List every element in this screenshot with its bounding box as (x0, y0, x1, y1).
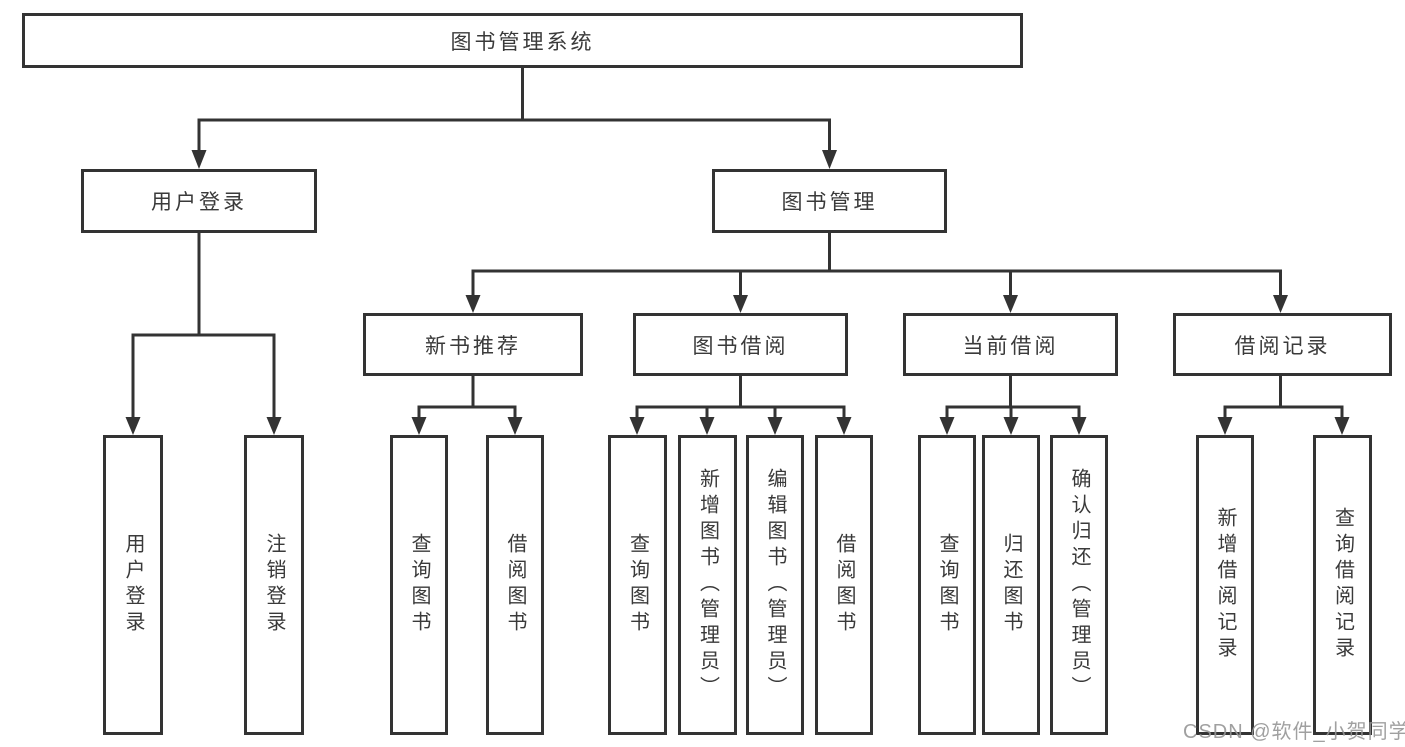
edge-currentborrow-branch (945, 405, 1081, 426)
leaf-borrowing-borrow-books: 借阅图书 (815, 435, 873, 735)
edge-root-branch (197, 118, 831, 160)
leaf-borrowing-edit-books-admin: 编辑图书（管理员） (746, 435, 804, 735)
node-current-borrowing: 当前借阅 (903, 313, 1118, 376)
leaf-logout: 注销登录 (244, 435, 304, 735)
leaf-current-query-books: 查询图书 (918, 435, 976, 735)
watermark: CSDN @软件_小贺同学 (1183, 721, 1405, 743)
node-user-login: 用户登录 (81, 169, 317, 233)
leaf-records-add-record: 新增借阅记录 (1196, 435, 1254, 735)
node-new-book-recommend: 新书推荐 (363, 313, 583, 376)
edge-newbook-branch (417, 405, 517, 426)
node-book-management: 图书管理 (712, 169, 947, 233)
leaf-current-return-books: 归还图书 (982, 435, 1040, 735)
leaf-user-login: 用户登录 (103, 435, 163, 735)
leaf-current-confirm-return-admin: 确认归还（管理员） (1050, 435, 1108, 735)
leaf-borrowing-add-books-admin: 新增图书（管理员） (678, 435, 737, 735)
edge-userlogin-branch (131, 333, 276, 426)
edge-records-branch (1223, 405, 1344, 426)
node-borrowing-records: 借阅记录 (1173, 313, 1392, 376)
leaf-records-query-record: 查询借阅记录 (1313, 435, 1372, 735)
leaf-newbook-borrow-books: 借阅图书 (486, 435, 544, 735)
edge-bookborrow-branch (635, 405, 846, 426)
edge-bookmgmt-branch (471, 269, 1282, 304)
arrowheads (125, 150, 1350, 435)
leaf-borrowing-query-books: 查询图书 (608, 435, 667, 735)
node-book-borrowing: 图书借阅 (633, 313, 848, 376)
node-library-system-root: 图书管理系统 (22, 13, 1023, 68)
leaf-newbook-query-books: 查询图书 (390, 435, 448, 735)
